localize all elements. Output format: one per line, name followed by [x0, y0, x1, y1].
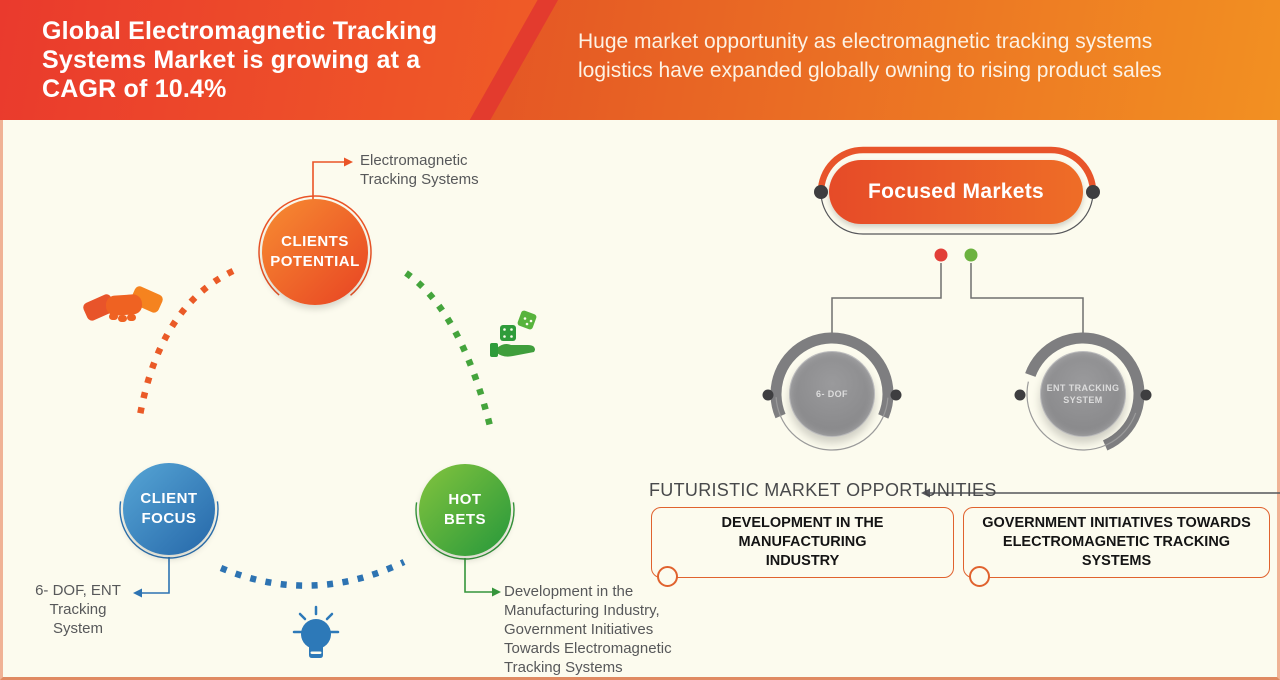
node-hot-bets: HOT BETS [419, 464, 511, 556]
banner-title: Global Electromagnetic Tracking Systems … [42, 17, 438, 103]
banner-subtitle: Huge market opportunity as electromagnet… [578, 30, 1162, 82]
opportunity-box-government: GOVERNMENT INITIATIVES TOWARDS ELECTROMA… [963, 507, 1270, 578]
node-client-focus: CLIENT FOCUS [123, 463, 215, 555]
market-node-ent-tracking: ENT TRACKING SYSTEM [1040, 351, 1126, 437]
clients-potential-callout: Electromagnetic Tracking Systems [360, 152, 479, 188]
node-clients-potential: CLIENTS POTENTIAL [262, 199, 368, 305]
banner-left-panel [0, 0, 538, 120]
hot-bets-callout: Development in the Manufacturing Industr… [504, 583, 672, 676]
client-focus-callout: 6- DOF, ENT Tracking System [35, 582, 121, 637]
opportunity-box-manufacturing: DEVELOPMENT IN THE MANUFACTURING INDUSTR… [651, 507, 954, 578]
top-banner: Global Electromagnetic Tracking Systems … [0, 0, 1280, 120]
opportunity-box1-ring [657, 566, 678, 587]
market-node-6dof: 6- DOF [789, 351, 875, 437]
opportunity-box2-ring [969, 566, 990, 587]
futuristic-opportunities-heading: FUTURISTIC MARKET OPPORTUNITIES [649, 480, 997, 500]
focused-markets-pill: Focused Markets [829, 160, 1083, 224]
